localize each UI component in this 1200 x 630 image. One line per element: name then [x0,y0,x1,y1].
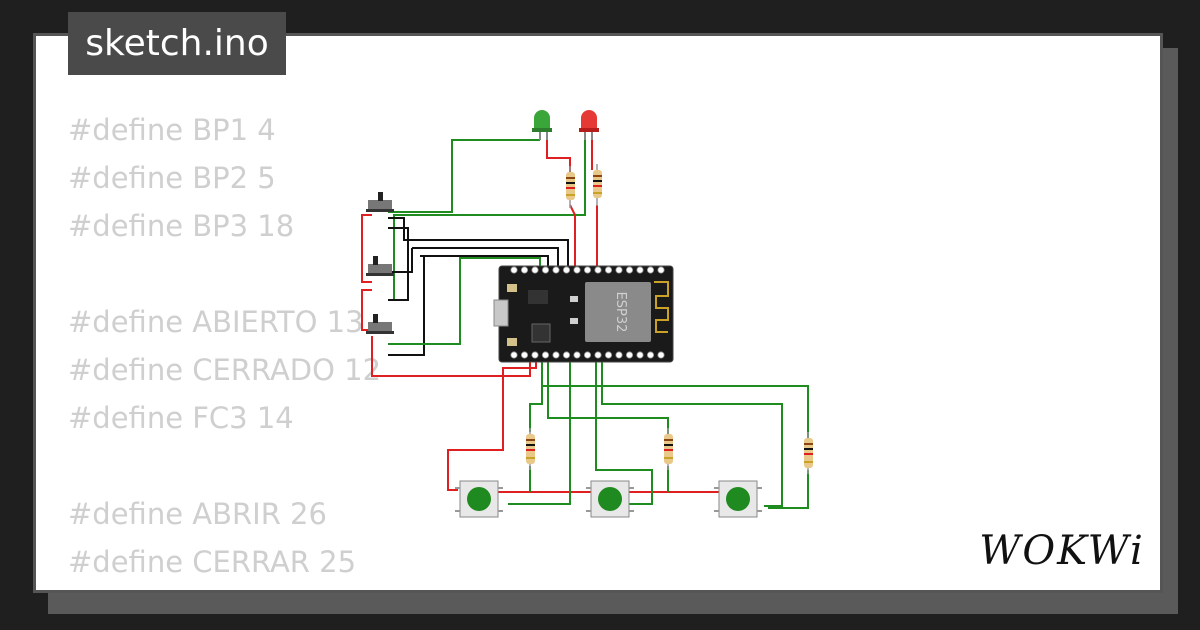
code-line: #define ABRIR 26 [68,497,327,531]
board-pin [615,351,623,359]
board-pin [541,351,550,359]
board-pin [615,266,623,274]
led-base [532,128,552,132]
wire [388,139,540,213]
wire [508,360,571,505]
slide-switch-icon [368,264,392,274]
board-pin [562,266,571,274]
wire [595,360,653,505]
slide-switch-1[interactable] [366,192,394,212]
wire [361,214,372,283]
slide-switch-icon [368,322,392,332]
led-icon [534,110,550,130]
wires [361,139,809,509]
board-pin [520,351,529,359]
board-pin [562,351,571,359]
slide-switch-2[interactable] [366,256,394,276]
board-pin [583,266,592,274]
wire [420,255,549,268]
wokwi-logo[interactable]: WOKWi [972,520,1152,580]
regulator [528,290,548,304]
board-pin [531,266,539,274]
board-pin [604,351,613,359]
board-pin [646,266,655,274]
usb-port [493,299,509,327]
code-line: #define BP3 18 [68,209,295,243]
resistor-bottom-2[interactable] [664,428,673,470]
wire [546,140,571,175]
code-listing: #define BP1 4 #define BP2 5 #define BP3 … [68,106,381,586]
code-line: #define ABIERTO 13 [68,305,364,339]
pushbutton-2[interactable] [586,480,634,518]
antenna [654,281,669,333]
code-line: #define BP1 4 [68,113,276,147]
pushbutton-1[interactable] [455,480,503,518]
pushbutton-3[interactable] [714,480,762,518]
wire [529,360,543,432]
code-line: #define CERRADO 12 [68,353,382,387]
board-pin [636,266,644,274]
wire [361,289,372,331]
code-line: #define CERRAR 25 [68,545,357,579]
wire [447,360,537,491]
cpu-chip [531,323,551,343]
en-button [507,338,517,346]
resistor-bottom-3[interactable] [804,432,813,474]
wire [388,227,409,301]
led-red[interactable] [579,110,599,140]
slide-switch-icon [368,200,392,210]
logo-text: WOKWi [979,528,1145,574]
board-pin [552,351,560,359]
wire [388,217,569,268]
board-pin [625,351,634,359]
resistor-bottom-1[interactable] [526,428,535,470]
code-line: #define FC3 14 [68,401,294,435]
board-pin [604,266,613,274]
wifi-chip [585,282,651,342]
board-pins [510,266,665,359]
wire [388,257,541,345]
board-pin [625,266,634,274]
slide-switch-3[interactable] [366,314,394,334]
board-pin [573,351,581,359]
wire [547,360,669,434]
board-pin [520,266,529,274]
wire [601,360,783,507]
board-pin [573,266,581,274]
esp32-board[interactable]: ESP32 [493,265,674,363]
wire [569,204,576,268]
file-name-tab[interactable]: sketch.ino [68,12,286,75]
wire [412,247,559,268]
board-label: ESP32 [613,292,628,333]
code-line: #define BP2 5 [68,161,276,195]
board-pin [583,351,592,359]
led-green[interactable] [532,110,552,140]
led-base [579,128,599,132]
board-pin [657,266,665,274]
wire [388,248,413,273]
board-pin [657,351,665,359]
board-pin [510,266,518,274]
board-pin [552,266,560,274]
board-pin [541,266,550,274]
boot-button [507,284,517,292]
board-pin [594,266,602,274]
resistor-top-2[interactable] [593,164,602,206]
led-icon [581,110,597,130]
resistor-top-1[interactable] [566,166,575,208]
board-pin [636,351,644,359]
wire [388,256,425,356]
board-pin [646,351,655,359]
board-pin [531,351,539,359]
wire [541,360,809,440]
board-pin [510,351,518,359]
wire [768,470,809,509]
board-pin [594,351,602,359]
